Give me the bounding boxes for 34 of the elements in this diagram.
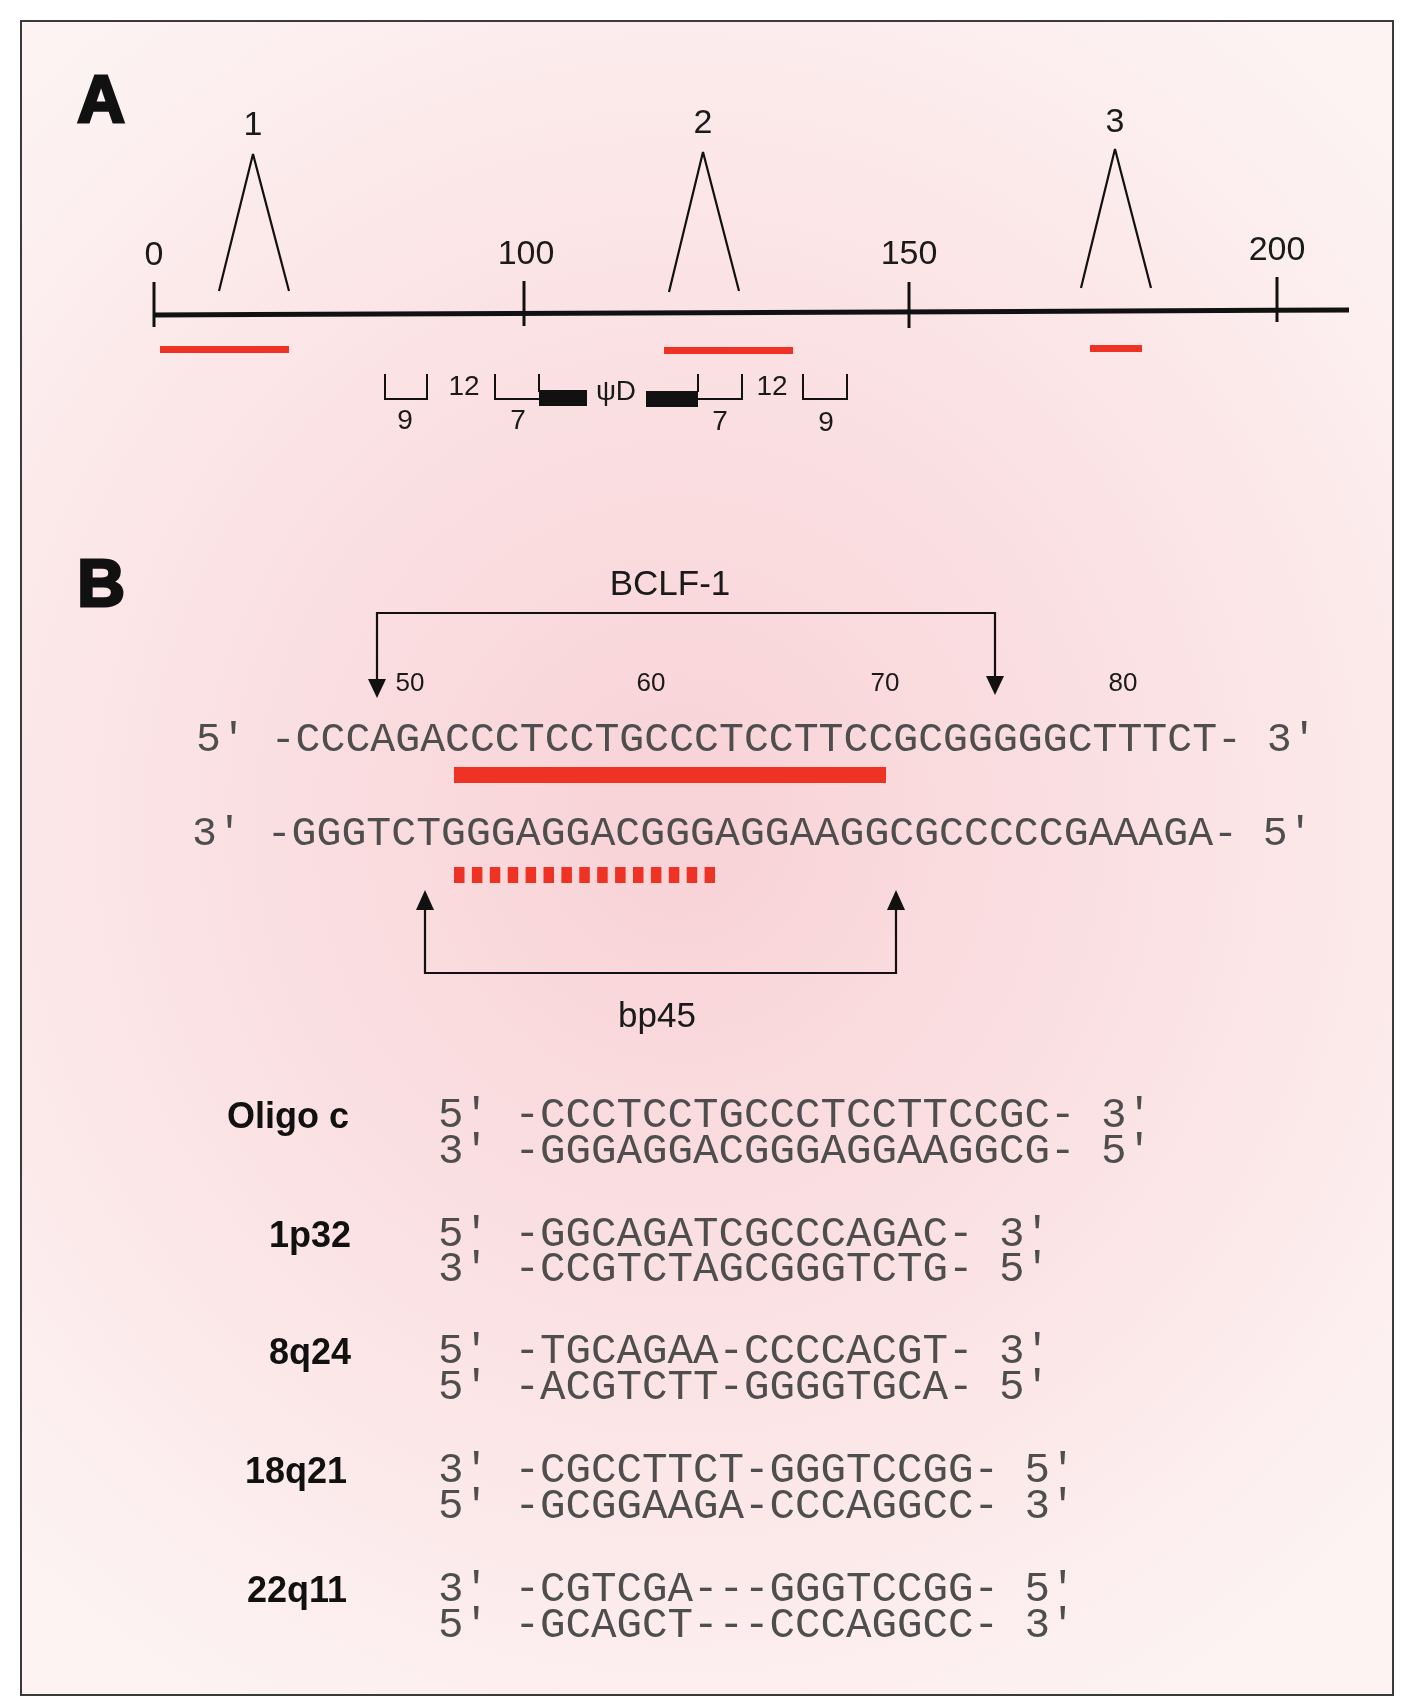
sequence-strand: 3' -GGGTCTGGGAGGACGGGAGGAAGGCGCCCCCGAAAGA- 5' (192, 816, 1313, 852)
position-number: 60 (636, 669, 666, 695)
sequence-strand: 5' -CCCAGACCCTCCTGCCCTCCTTCCGCGGGGGCTTTCT- 3' (196, 722, 1317, 758)
segment-label: ψD (595, 377, 637, 405)
sequence-strand: 5' -GCGGAAGA-CCCAGGCC- 3' (438, 1489, 1076, 1525)
sequence-strand: 3' -CCGTCTAGCGGGTCTG- 5' (438, 1252, 1051, 1288)
peak-number: 3 (1105, 103, 1125, 137)
position-number: 80 (1108, 669, 1138, 695)
bracket-label: 9 (818, 408, 834, 436)
position-number: 50 (395, 669, 425, 695)
bracket-label: 7 (510, 406, 526, 434)
bracket-label: 9 (397, 406, 413, 434)
scale-label: 100 (497, 235, 555, 269)
scale-label: 0 (144, 236, 164, 270)
sequence-strand: 5' -GCAGCT---CCCAGGCC- 3' (438, 1608, 1076, 1644)
position-number: 70 (870, 669, 900, 695)
sequence-name: 18q21 (244, 1453, 347, 1489)
peak-number: 1 (243, 106, 263, 140)
scale-label: 150 (880, 235, 938, 269)
scale-label: 200 (1248, 231, 1306, 265)
site-label: BCLF-1 (609, 564, 731, 600)
bracket-label: 12 (448, 372, 480, 400)
sequence-name: Oligo c (227, 1098, 349, 1134)
sequence-strand: 3' -GGGAGGACGGGAGGAAGGCG- 5' (438, 1134, 1153, 1170)
sequence-strand: 5' -ACGTCTT-GGGGTGCA- 5' (438, 1370, 1051, 1406)
sequence-name: 1p32 (268, 1217, 351, 1253)
sequence-name: 22q11 (246, 1572, 347, 1608)
bracket-label: 7 (712, 407, 728, 435)
sequence-name: 8q24 (268, 1334, 351, 1370)
bracket-label: 12 (756, 372, 788, 400)
panel-letter: B (77, 550, 125, 616)
site-label: bp45 (618, 996, 696, 1032)
panel-letter: A (77, 66, 125, 132)
peak-number: 2 (693, 104, 713, 138)
